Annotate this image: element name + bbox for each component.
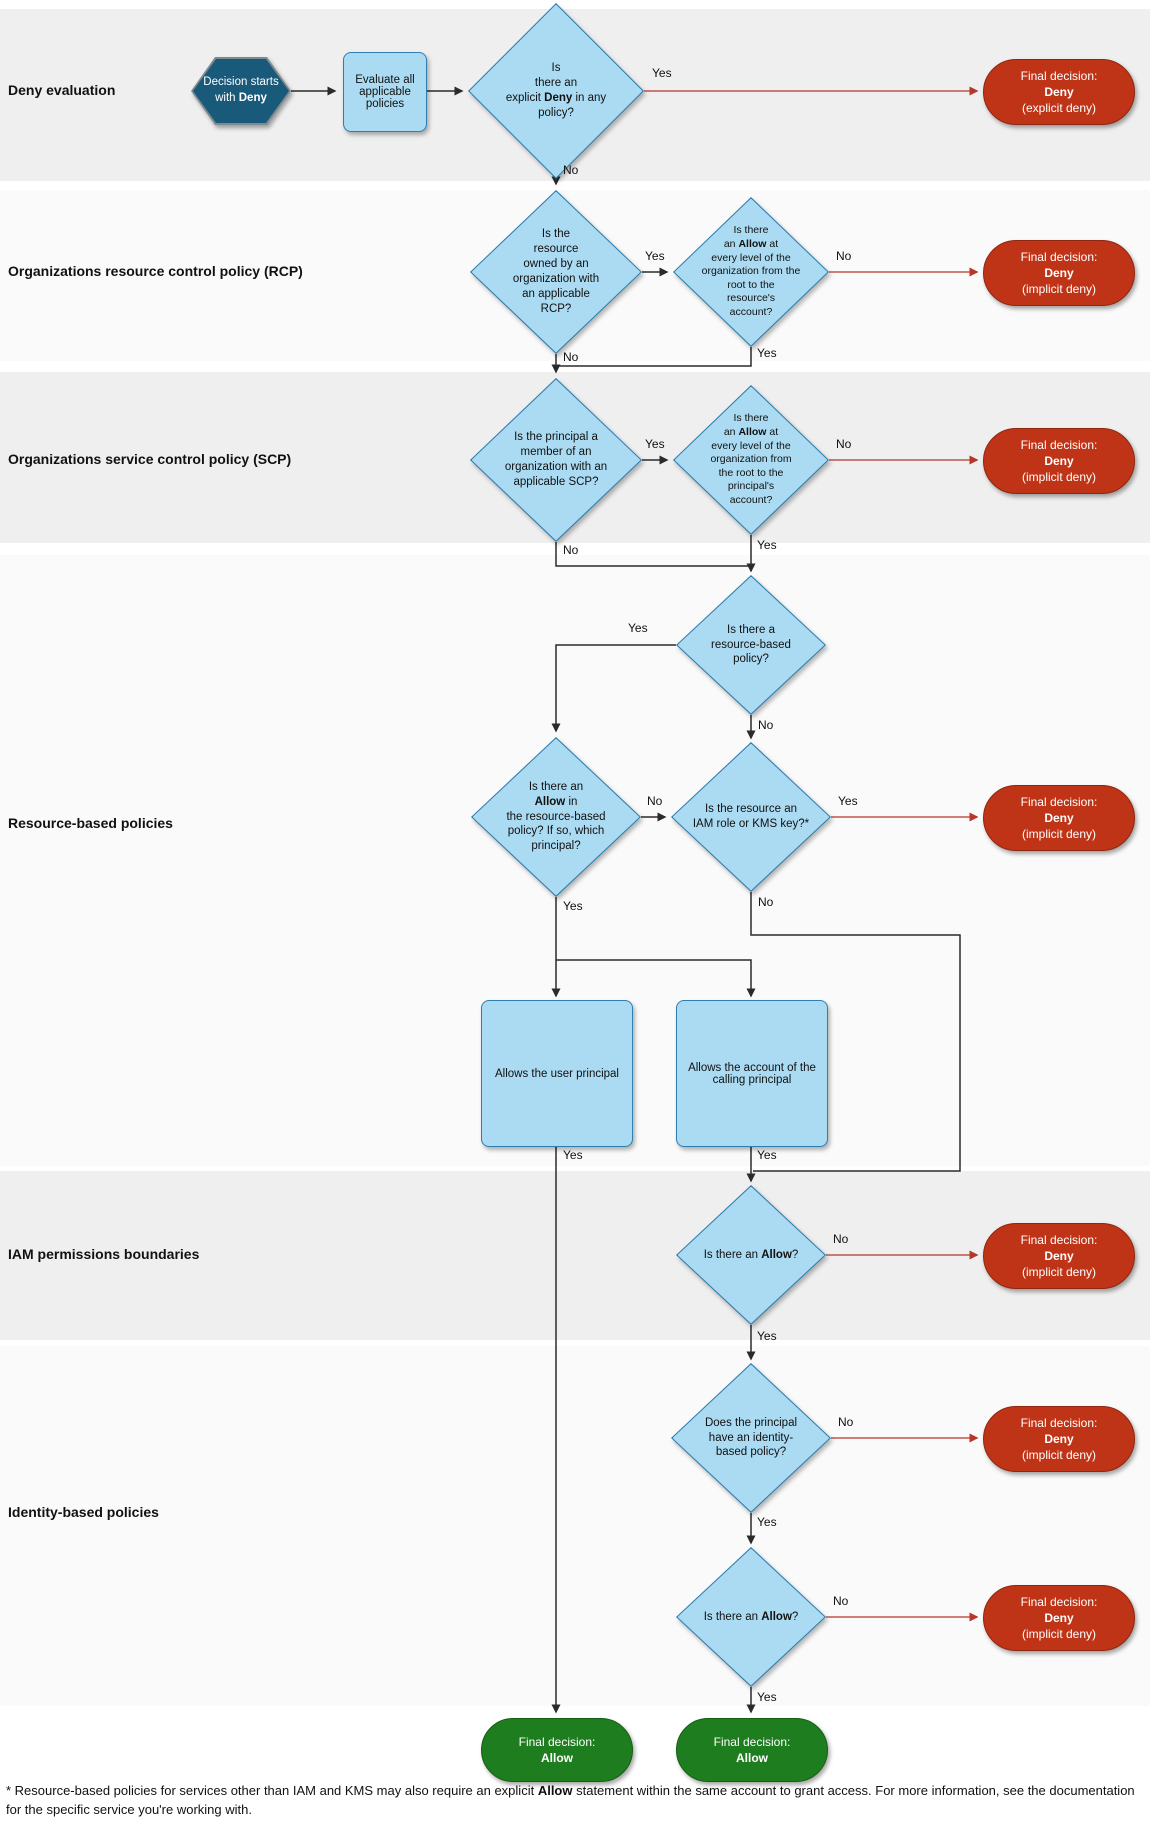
label-rbp-yes: Yes xyxy=(628,621,648,635)
label-scp-no: No xyxy=(563,543,579,557)
label-explicit-no: No xyxy=(563,163,579,177)
final-allow-right: Final decision: Allow xyxy=(676,1718,828,1782)
label-acct-box-yes: Yes xyxy=(757,1148,777,1162)
label-user-box-yes: Yes xyxy=(563,1148,583,1162)
label-rcp-no: No xyxy=(563,350,579,364)
footnote: * Resource-based policies for services o… xyxy=(6,1783,1135,1817)
decision-rbp-allow-which-principal: Is there an Allow in the resource-based … xyxy=(471,737,641,897)
final-deny-implicit-pb: Final decision: Deny (implicit deny) xyxy=(983,1223,1135,1289)
label-scp-allow-no: No xyxy=(836,437,852,451)
label-id-allow-no: No xyxy=(833,1594,849,1608)
label-id-allow-yes: Yes xyxy=(757,1690,777,1704)
decision-identity-allow: Is there an Allow? xyxy=(676,1547,826,1687)
decision-rcp-allow-every-level: Is there an Allow at every level of the … xyxy=(673,197,829,347)
label-rbp-allow-yes: Yes xyxy=(563,899,583,913)
arrow-branch-to-account-box xyxy=(556,959,756,998)
decision-scp-allow-every-level: Is there an Allow at every level of the … xyxy=(673,385,829,535)
start-hexagon: Decision starts with Deny xyxy=(191,57,291,125)
band-identity-based xyxy=(0,1346,1150,1706)
label-scp-yes: Yes xyxy=(645,437,665,451)
process-evaluate-policies: Evaluate all applicable policies xyxy=(343,52,427,132)
arrow-rbp-yes-left-down xyxy=(551,644,676,733)
label-rcp-allow-no: No xyxy=(836,249,852,263)
decision-permissions-boundary-allow: Is there an Allow? xyxy=(676,1185,826,1325)
label-rcp-yes: Yes xyxy=(645,249,665,263)
label-rcp-allow-yes: Yes xyxy=(757,346,777,360)
label-identity-yes: Yes xyxy=(757,1515,777,1529)
final-deny-implicit-rcp: Final decision: Deny (implicit deny) xyxy=(983,240,1135,306)
band-label-deny-evaluation: Deny evaluation xyxy=(8,82,116,98)
decision-rcp-applicable: Is the resource owned by an organization… xyxy=(470,190,642,354)
label-pb-yes: Yes xyxy=(757,1329,777,1343)
wire-kms-no-escape xyxy=(750,892,961,1172)
start-text: Decision starts with xyxy=(203,76,279,104)
decision-identity-based-policy: Does the principal have an identity- bas… xyxy=(671,1363,831,1513)
box-allows-user-principal: Allows the user principal xyxy=(481,1000,633,1147)
band-label-identity-based: Identity-based policies xyxy=(8,1504,159,1520)
band-label-permissions-boundaries: IAM permissions boundaries xyxy=(8,1246,200,1262)
label-rbp-no: No xyxy=(758,718,774,732)
label-pb-no: No xyxy=(833,1232,849,1246)
start-hexagon-body: Decision starts with Deny xyxy=(193,59,289,123)
evaluate-text: Evaluate all applicable policies xyxy=(355,74,415,110)
band-label-rcp: Organizations resource control policy (R… xyxy=(8,263,303,279)
wire-rcp-allow-yes-merge xyxy=(557,347,752,367)
box-allows-account-of-calling-principal: Allows the account of the calling princi… xyxy=(676,1000,828,1147)
label-kms-yes: Yes xyxy=(838,794,858,808)
label-rbp-allow-no: No xyxy=(647,794,663,808)
band-label-scp: Organizations service control policy (SC… xyxy=(8,451,292,467)
final-deny-implicit-rbp: Final decision: Deny (implicit deny) xyxy=(983,785,1135,851)
final-deny-implicit-id-allow: Final decision: Deny (implicit deny) xyxy=(983,1585,1135,1651)
label-kms-no: No xyxy=(758,895,774,909)
label-scp-allow-yes: Yes xyxy=(757,538,777,552)
final-deny-implicit-identity: Final decision: Deny (implicit deny) xyxy=(983,1406,1135,1472)
label-identity-no: No xyxy=(838,1415,854,1429)
decision-explicit-deny: Is there an explicit Deny in any policy? xyxy=(468,3,644,179)
final-allow-left: Final decision: Allow xyxy=(481,1718,633,1782)
label-explicit-yes: Yes xyxy=(652,66,672,80)
final-deny-implicit-scp: Final decision: Deny (implicit deny) xyxy=(983,428,1135,494)
decision-iam-role-or-kms-key: Is the resource an IAM role or KMS key?* xyxy=(671,742,831,892)
decision-scp-applicable: Is the principal a member of an organiza… xyxy=(470,378,642,542)
final-deny-explicit: Final decision: Deny (explicit deny) xyxy=(983,59,1135,125)
decision-resource-based-policy: Is there a resource-based policy? xyxy=(676,575,826,715)
band-label-resource-based: Resource-based policies xyxy=(8,815,173,831)
wire-scp-no-merge xyxy=(555,542,749,567)
